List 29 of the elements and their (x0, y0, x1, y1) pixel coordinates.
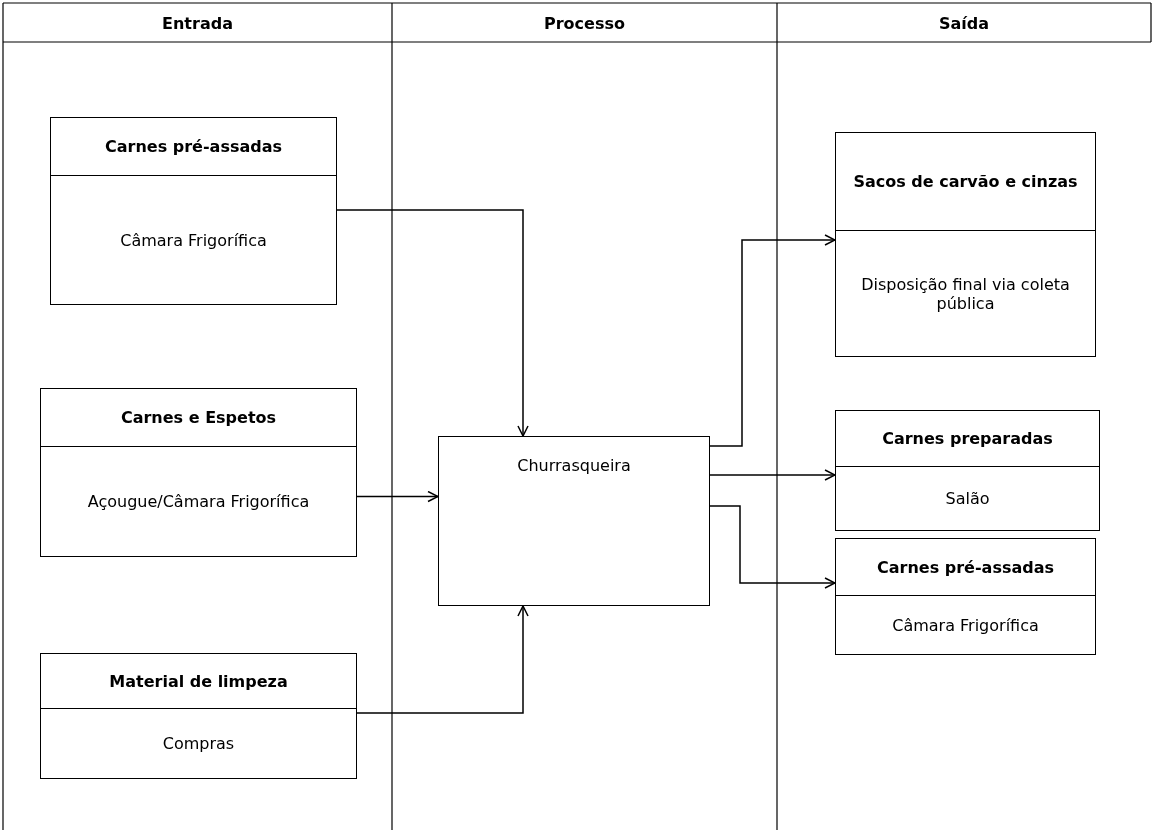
box-text: Açougue/Câmara Frigorífica (87, 492, 310, 511)
box-heading: Carnes e Espetos (120, 408, 277, 427)
box-text: Churrasqueira (517, 455, 631, 475)
arrow (709, 234, 836, 447)
box-heading: Carnes pré-assadas (877, 557, 1054, 577)
process-card (835, 132, 1096, 357)
column-header: Saída (938, 13, 990, 33)
process-box (438, 436, 710, 606)
process-card (835, 410, 1100, 531)
box-heading: Sacos de carvão e cinzas (853, 172, 1078, 191)
process-card (40, 653, 357, 779)
box-heading: Carnes pré-assadas (105, 137, 282, 156)
box-text: Salão (945, 489, 990, 508)
process-card (50, 117, 337, 305)
box-text: Câmara Frigorífica (120, 230, 267, 250)
box-heading: Carnes preparadas (882, 429, 1053, 448)
box-text: Disposição final via coleta pública (860, 274, 1071, 313)
column-header: Entrada (162, 13, 233, 33)
arrow (709, 469, 836, 481)
column-header: Processo (544, 13, 625, 33)
arrow (356, 490, 439, 503)
process-card (835, 538, 1096, 655)
arrow (709, 505, 836, 589)
arrow (356, 605, 529, 714)
box-text: Câmara Frigorífica (892, 615, 1039, 635)
box-heading: Material de limpeza (109, 671, 288, 691)
arrow (336, 209, 529, 437)
process-card (40, 388, 357, 557)
box-text: Compras (162, 734, 235, 753)
